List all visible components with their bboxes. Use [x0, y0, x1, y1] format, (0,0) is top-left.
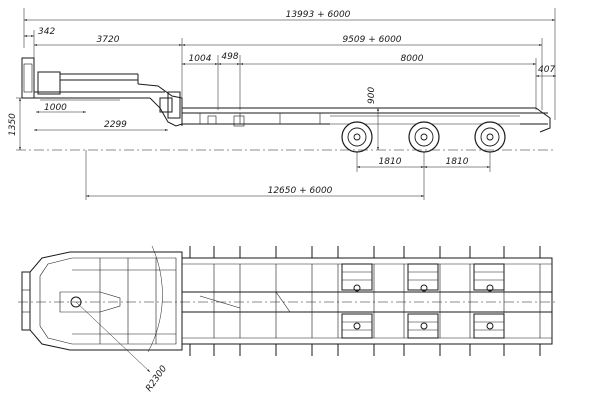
dim-kingpin-to-axle: 12650 + 6000 [85, 150, 425, 200]
plan-deck-members [199, 264, 541, 338]
dim-axle-spacing-1-label: 1810 [379, 157, 402, 167]
dim-kingpin-offset: 342 [24, 27, 55, 70]
axle-group [341, 121, 506, 153]
dim-front-height-offset: 1000 [36, 103, 86, 113]
dim-gooseneck-length: 3720 [34, 35, 183, 100]
plan-gooseneck-members [72, 258, 176, 344]
dim-axle-spacing-2-label: 1810 [446, 157, 469, 167]
dim-deck-segments: 1004 498 8000 407 [182, 52, 556, 110]
dim-axle-spacing: 1810 1810 [356, 152, 491, 172]
dim-overall-length-label: 13993 + 6000 [286, 10, 351, 20]
dim-gooseneck-length-label: 3720 [97, 35, 120, 45]
dim-deck-height-label: 900 [367, 87, 377, 104]
dim-front-platform-label: 1004 [189, 54, 212, 64]
dim-step-label: 498 [221, 52, 238, 62]
side-view: 13993 + 6000 342 3720 9509 + 6000 1004 [8, 8, 556, 200]
dim-kingpin-to-gooseneck-label: 2299 [104, 120, 127, 130]
plan-outriggers [189, 246, 541, 356]
dim-deck-height: 900 [367, 87, 379, 150]
gooseneck [21, 57, 183, 127]
dim-deck-length-label: 9509 + 6000 [342, 35, 401, 45]
dim-coupling-height: 1350 [8, 97, 34, 150]
turning-radius: R2300 [75, 245, 169, 394]
dim-rear-overhang-label: 407 [538, 65, 555, 75]
dim-front-height-offset-label: 1000 [44, 103, 67, 113]
dim-kingpin-offset-label: 342 [38, 27, 55, 37]
plan-deck [181, 257, 553, 345]
dim-kingpin-to-axle-label: 12650 + 6000 [268, 186, 333, 196]
plan-view: R2300 [18, 245, 556, 394]
turning-radius-label: R2300 [144, 364, 169, 394]
dim-deck-segment-label: 8000 [401, 54, 424, 64]
plan-suspension [341, 263, 505, 339]
dim-coupling-height-label: 1350 [8, 113, 18, 136]
dim-overall-length: 13993 + 6000 [23, 8, 556, 120]
dim-kingpin-to-gooseneck: 2299 [34, 120, 168, 131]
dim-deck-length: 9509 + 6000 [182, 35, 543, 110]
